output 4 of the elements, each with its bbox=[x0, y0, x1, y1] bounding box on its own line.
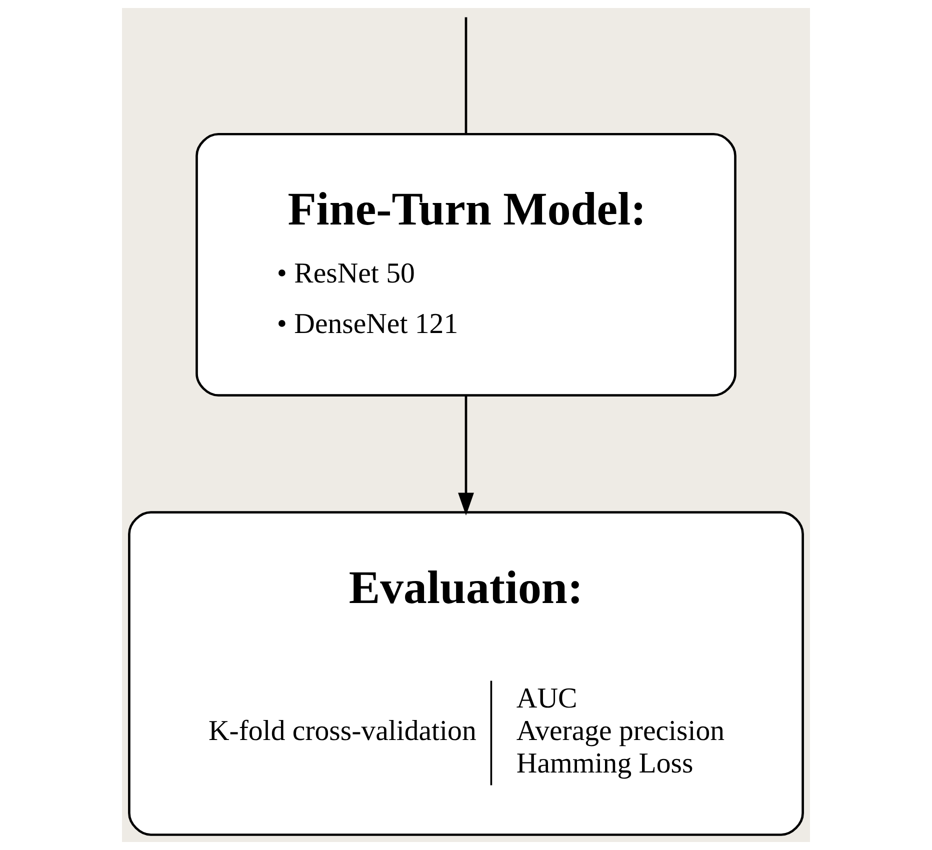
node-box: Evaluation: K-fold cross-validation AUC Average precision Hamming Loss bbox=[128, 511, 804, 836]
node-box: Fine-Turn Model: • ResNet 50 • DenseNet 121 bbox=[196, 132, 736, 396]
connector bbox=[464, 17, 468, 134]
arrow bbox=[458, 395, 474, 516]
